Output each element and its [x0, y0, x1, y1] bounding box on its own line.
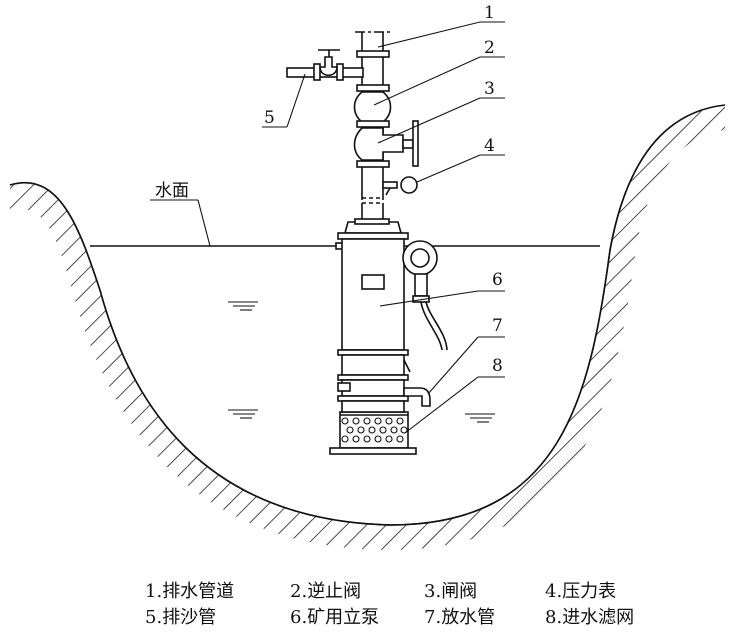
sand-discharge-pipe: [286, 49, 364, 81]
callout-4: 4: [484, 136, 495, 156]
callout-3: 3: [484, 79, 495, 99]
mine-vertical-pump: [329, 218, 448, 455]
legend-item-5: 5.排沙管: [145, 607, 216, 628]
callout-8: 8: [492, 356, 503, 376]
ground-hatching: [10, 105, 725, 550]
legend: 1.排水管道 2.逆止阀 3.闸阀 4.压力表 5.排沙管 6.矿用立泵 7.放…: [145, 581, 634, 628]
legend-item-8: 8.进水滤网: [545, 607, 634, 628]
callout-2: 2: [484, 38, 495, 58]
callout-1: 1: [484, 3, 495, 23]
legend-item-2: 2.逆止阀: [290, 581, 361, 602]
gate-valve: [353, 127, 404, 161]
legend-item-1: 1.排水管道: [145, 581, 234, 602]
legend-item-4: 4.压力表: [545, 581, 616, 602]
gate-valve-handwheel: [412, 120, 419, 167]
check-valve: [353, 91, 392, 123]
callout-7: 7: [492, 316, 503, 336]
callout-5: 5: [264, 108, 275, 128]
callout-leaders: [150, 21, 505, 434]
legend-item-7: 7.放水管: [424, 607, 495, 628]
water-marks: [228, 301, 495, 423]
legend-item-3: 3.闸阀: [424, 581, 477, 602]
legend-item-6: 6.矿用立泵: [290, 607, 379, 628]
callout-6: 6: [492, 270, 503, 290]
pressure-gauge: [382, 176, 418, 196]
water-surface-label: 水面: [155, 181, 189, 201]
discharge-pipe: [355, 31, 393, 222]
